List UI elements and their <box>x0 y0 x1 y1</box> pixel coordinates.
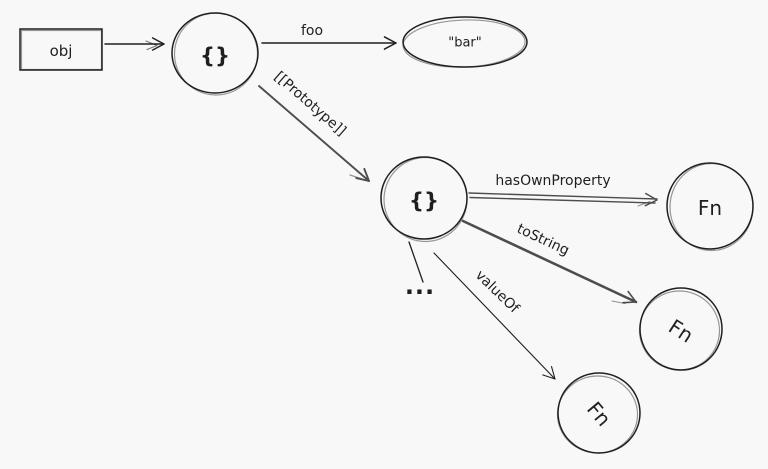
fn-hasownproperty-label: Fn <box>698 196 722 220</box>
hasownproperty-edge-label: hasOwnProperty <box>495 173 610 189</box>
ellipsis-label: ... <box>405 272 435 300</box>
edge-tostring-arrow <box>461 219 638 305</box>
node-fn-tostring <box>638 287 723 371</box>
node-root-object <box>171 12 259 96</box>
root-object-label: {} <box>200 44 230 68</box>
edge-foo-arrow <box>261 36 397 50</box>
obj-label: obj <box>50 42 73 60</box>
prototype-object-label: {} <box>409 189 439 213</box>
edge-obj-to-root-arrow <box>104 37 165 51</box>
edge-valueof-arrow <box>433 252 556 380</box>
node-fn-hasownproperty <box>666 162 754 252</box>
node-fn-valueof <box>556 372 641 454</box>
foo-edge-label: foo <box>301 23 323 39</box>
edge-ellipsis-line <box>408 241 424 283</box>
node-obj <box>19 28 103 71</box>
edge-prototype-arrow <box>258 85 370 182</box>
bar-value-label: "bar" <box>448 36 482 51</box>
node-prototype-object <box>380 156 468 243</box>
edge-hasownproperty-arrow <box>468 192 658 207</box>
node-bar-value <box>402 16 528 68</box>
